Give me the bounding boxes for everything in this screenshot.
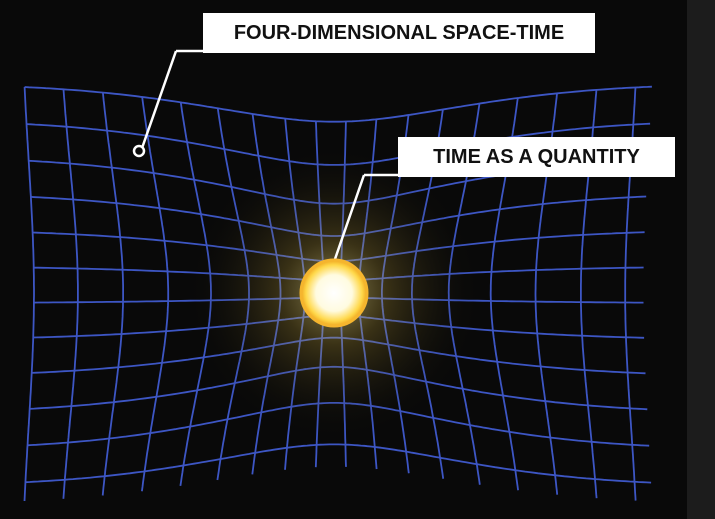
grid-line-horizontal [24, 85, 652, 123]
pointer-dot-icon [132, 144, 146, 158]
leader-line-time [332, 174, 366, 263]
side-panel-edge [687, 0, 715, 519]
glowing-star-icon [299, 258, 369, 328]
grid-line-horizontal [25, 443, 652, 484]
callout-time-quantity: TIME AS A QUANTITY [398, 137, 675, 177]
leader-line-spacetime [139, 50, 178, 152]
grid-line-vertical [101, 92, 124, 496]
grid-line-vertical [141, 96, 170, 492]
callout-spacetime: FOUR-DIMENSIONAL SPACE-TIME [203, 13, 595, 53]
grid-line-vertical [62, 89, 79, 499]
grid-line-vertical [23, 86, 35, 502]
